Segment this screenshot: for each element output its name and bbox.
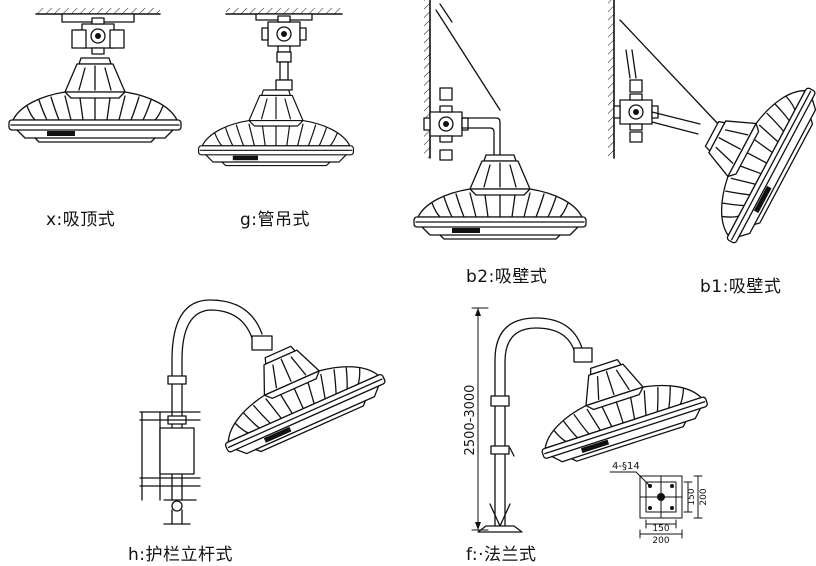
dimension-texts: 2500-3000 4-§14 150 200 150 200 [463, 385, 709, 546]
figure-g-pendant-mount [198, 8, 354, 167]
flange-plate-detail [609, 471, 703, 539]
label-g-pendant: g:管吊式 [240, 210, 311, 230]
dim-inner-w-text: 150 [652, 524, 669, 534]
figure-b1-wall-mount-tilted [608, 0, 816, 251]
dim-outer-w-text: 200 [652, 536, 669, 546]
label-f-flange: f:·法兰式 [466, 545, 537, 565]
label-h-guardrail: h:护栏立杆式 [128, 545, 234, 565]
dim-inner-h-text: 150 [687, 488, 697, 505]
figure-h-guardrail-pole [139, 299, 392, 525]
dim-height-text: 2500-3000 [463, 385, 478, 456]
label-x-ceiling: x:吸顶式 [46, 210, 116, 230]
figure-x-ceiling-mount [8, 8, 182, 143]
label-b1-wall: b1:吸壁式 [700, 277, 782, 297]
figure-b2-wall-mount [413, 0, 587, 240]
dim-outer-h-text: 200 [699, 488, 709, 505]
label-b2-wall: b2:吸壁式 [466, 267, 548, 287]
dim-holes-text: 4-§14 [612, 461, 640, 472]
figure-f-flange-pole [471, 307, 713, 533]
